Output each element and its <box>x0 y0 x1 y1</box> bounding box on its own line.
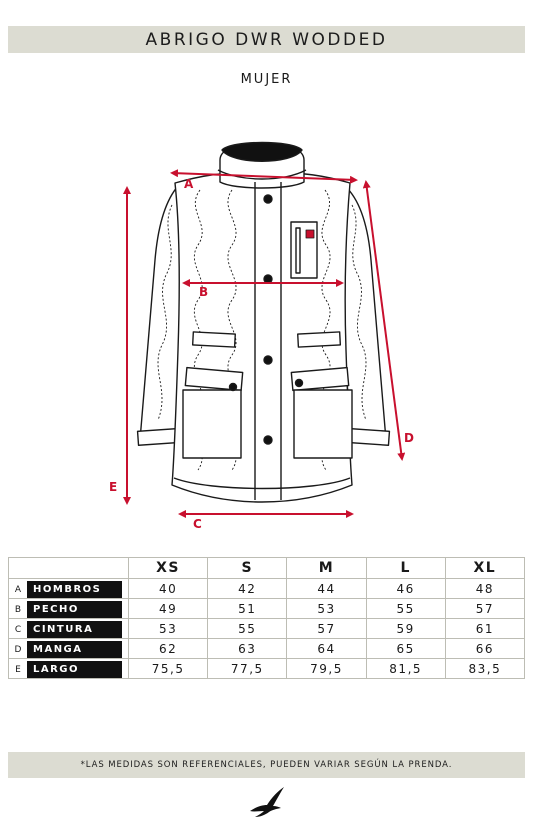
row-label: CINTURA <box>27 621 122 638</box>
row-header: A HOMBROS <box>8 578 129 599</box>
arrow-d-sleeve <box>362 180 406 461</box>
table-cell: 75,5 <box>127 658 209 679</box>
garment-diagram: A B C D E <box>109 141 414 531</box>
coat-drawing <box>136 141 391 503</box>
pocket-button-left <box>228 382 238 392</box>
table-cell: 83,5 <box>444 658 526 679</box>
table-cell: 40 <box>127 578 209 599</box>
right-cuff <box>349 427 391 447</box>
button <box>263 435 273 445</box>
chest-badge <box>305 229 315 239</box>
footnote: *Las medidas son referenciales, pueden v… <box>80 760 453 770</box>
table-cell: 63 <box>207 638 288 659</box>
table-cell: 42 <box>207 578 288 599</box>
hem-line <box>173 477 351 490</box>
row-header: E LARGO <box>8 658 129 679</box>
table-cell: 59 <box>365 618 446 639</box>
footnote-bar: *Las medidas son referenciales, pueden v… <box>8 752 525 778</box>
label-d: D <box>404 431 414 445</box>
size-header: L <box>365 557 446 579</box>
button <box>263 194 273 204</box>
right-pocket <box>293 389 353 459</box>
table-cell: 79,5 <box>286 658 367 679</box>
measurement-arrows <box>123 169 406 518</box>
label-a: A <box>184 177 194 191</box>
arrow-a-shoulders <box>170 169 358 184</box>
measurement-labels: A B C D E <box>109 177 414 531</box>
row-letter: E <box>15 664 21 675</box>
table-row: C CINTURA 53 55 57 59 61 <box>8 618 526 639</box>
gender-subtitle: MUJER <box>240 72 293 87</box>
product-title-bar: ABRIGO DWR WODDED <box>8 26 525 53</box>
size-table: XS S M L XL A HOMBROS 40 42 44 46 48 B PEC… <box>8 557 526 679</box>
label-c: C <box>193 517 202 531</box>
table-cell: 55 <box>207 618 288 639</box>
size-header: XL <box>444 557 526 579</box>
row-label: MANGA <box>27 641 122 658</box>
size-header: S <box>207 557 288 579</box>
label-e: E <box>109 480 117 494</box>
row-letter: D <box>14 644 22 655</box>
left-flap-upper <box>191 331 236 348</box>
row-header: B PECHO <box>8 598 129 619</box>
table-cell: 81,5 <box>365 658 446 679</box>
table-cell: 48 <box>444 578 526 599</box>
row-label: LARGO <box>27 661 122 678</box>
table-row: A HOMBROS 40 42 44 46 48 <box>8 578 526 599</box>
size-header: M <box>286 557 367 579</box>
left-cuff <box>136 427 178 447</box>
table-row: E LARGO 75,5 77,5 79,5 81,5 83,5 <box>8 658 526 679</box>
table-cell: 64 <box>286 638 367 659</box>
label-b: B <box>199 285 208 299</box>
row-label: HOMBROS <box>27 581 122 598</box>
chest-pocket-zip <box>295 227 301 274</box>
row-letter: C <box>14 624 22 635</box>
table-cell: 49 <box>127 598 209 619</box>
table-cell: 51 <box>207 598 288 619</box>
table-corner <box>8 557 129 579</box>
left-pocket-flap <box>184 366 244 392</box>
right-pocket-flap <box>290 366 350 392</box>
table-cell: 61 <box>444 618 526 639</box>
row-letter: B <box>14 604 22 615</box>
table-cell: 65 <box>365 638 446 659</box>
pocket-button-right <box>294 378 304 388</box>
table-row: B PECHO 49 51 53 55 57 <box>8 598 526 619</box>
table-cell: 57 <box>444 598 526 619</box>
table-cell: 55 <box>365 598 446 619</box>
button <box>263 355 273 365</box>
table-cell: 57 <box>286 618 367 639</box>
table-row: D MANGA 62 63 64 65 66 <box>8 638 526 659</box>
table-cell: 62 <box>127 638 209 659</box>
right-flap-upper <box>297 331 342 348</box>
table-cell: 66 <box>444 638 526 659</box>
table-cell: 44 <box>286 578 367 599</box>
collar-fleece <box>221 141 303 162</box>
table-cell: 77,5 <box>207 658 288 679</box>
table-cell: 53 <box>127 618 209 639</box>
size-header-row: XS S M L XL <box>8 557 526 579</box>
size-header: XS <box>127 557 209 579</box>
button <box>263 274 273 284</box>
table-cell: 46 <box>365 578 446 599</box>
row-label: PECHO <box>27 601 122 618</box>
product-title: ABRIGO DWR WODDED <box>145 29 388 50</box>
row-letter: A <box>14 584 22 595</box>
bird-logo-icon <box>250 787 284 817</box>
table-cell: 53 <box>286 598 367 619</box>
row-header: C CINTURA <box>8 618 129 639</box>
quilt-left-inner <box>227 189 237 471</box>
left-pocket <box>182 389 242 459</box>
row-header: D MANGA <box>8 638 129 659</box>
